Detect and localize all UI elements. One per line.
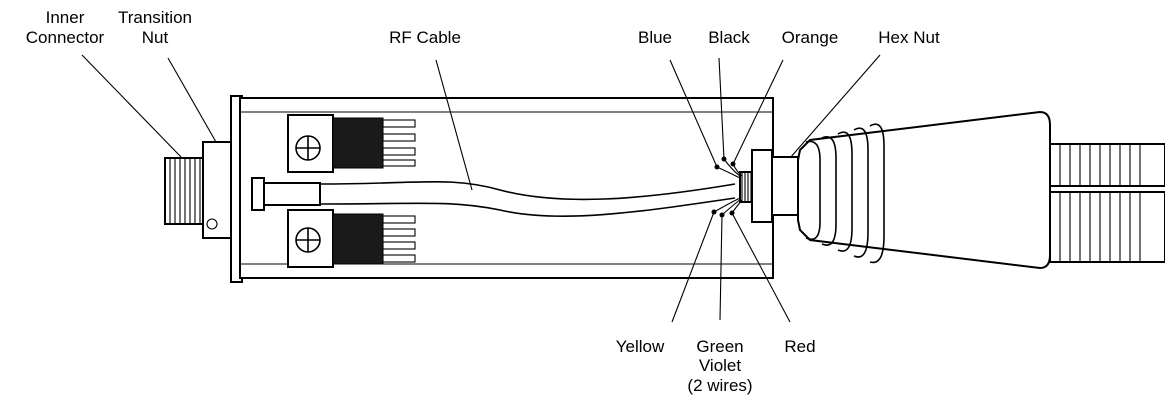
hex-nut xyxy=(751,149,799,223)
label-yellow: Yellow xyxy=(616,337,665,356)
output-cables xyxy=(1049,143,1165,263)
label-violet: Violet xyxy=(699,356,741,375)
upper-component xyxy=(287,114,416,173)
lower-component xyxy=(287,209,416,268)
inner-connector xyxy=(164,157,208,225)
feedthrough xyxy=(251,177,321,211)
label-blue: Blue xyxy=(638,28,672,47)
label-orange: Orange xyxy=(782,28,839,47)
label-black: Black xyxy=(708,28,750,47)
label-hex-nut: Hex Nut xyxy=(878,28,940,47)
ribbed-boot xyxy=(797,110,1051,270)
rf-cable xyxy=(319,180,736,218)
label-rf-cable: RF Cable xyxy=(389,28,461,47)
leader-lines xyxy=(81,54,881,323)
transition-nut xyxy=(202,141,234,239)
label-inner-connector-line1: Inner xyxy=(46,8,85,27)
label-green: Green xyxy=(696,337,743,356)
cable-end xyxy=(739,171,753,203)
label-red: Red xyxy=(784,337,815,356)
label-transition-nut-line2: Nut xyxy=(142,28,169,47)
label-transition-nut-line1: Transition xyxy=(118,8,192,27)
label-two-wires: (2 wires) xyxy=(687,376,752,395)
label-inner-connector-line2: Connector xyxy=(26,28,105,47)
